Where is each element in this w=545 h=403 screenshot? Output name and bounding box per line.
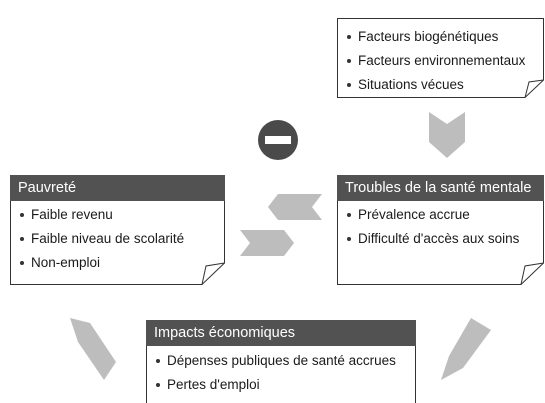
bullet-icon xyxy=(20,237,24,241)
chevron-arrow-icon xyxy=(240,230,294,256)
chevron-arrow-icon xyxy=(268,194,322,220)
list-item: Facteurs environnementaux xyxy=(347,49,525,73)
list-item: Faible niveau de scolarité xyxy=(20,227,184,251)
poverty-box: Pauvreté Faible revenu Faible niveau de … xyxy=(10,175,225,285)
bullet-icon xyxy=(347,59,351,63)
factor-life-situations: Situations vécues xyxy=(358,77,464,92)
list-item: Non-emploi xyxy=(20,251,184,275)
chevron-arrow-icon xyxy=(441,318,491,380)
mental-health-box: Troubles de la santé mentale Prévalence … xyxy=(337,175,544,285)
factors-box-frame xyxy=(337,18,544,98)
list-item: Difficulté d'accès aux soins xyxy=(347,227,519,251)
bullet-icon xyxy=(347,213,351,217)
mental-health-access: Difficulté d'accès aux soins xyxy=(358,231,520,246)
economic-impacts-list: Dépenses publiques de santé accrues Pert… xyxy=(156,349,396,397)
factors-list: Facteurs biogénétiques Facteurs environn… xyxy=(347,25,525,97)
poverty-list: Faible revenu Faible niveau de scolarité… xyxy=(20,203,184,275)
factor-biogenetic: Facteurs biogénétiques xyxy=(358,29,499,44)
poverty-low-income: Faible revenu xyxy=(31,207,113,222)
economic-job-losses: Pertes d'emploi xyxy=(167,377,260,392)
bullet-icon xyxy=(20,213,24,217)
poverty-title: Pauvreté xyxy=(10,175,225,201)
mental-health-title: Troubles de la santé mentale xyxy=(337,175,544,201)
list-item: Faible revenu xyxy=(20,203,184,227)
chevron-arrow-icon xyxy=(70,318,116,380)
list-item: Facteurs biogénétiques xyxy=(347,25,525,49)
bullet-icon xyxy=(20,261,24,265)
list-item: Prévalence accrue xyxy=(347,203,519,227)
poverty-low-education: Faible niveau de scolarité xyxy=(31,231,185,246)
factor-environmental: Facteurs environnementaux xyxy=(358,53,526,68)
bullet-icon xyxy=(347,237,351,241)
list-item: Dépenses publiques de santé accrues xyxy=(156,349,396,373)
economic-impacts-box: Impacts économiques Dépenses publiques d… xyxy=(146,320,416,403)
chevron-arrow-icon xyxy=(429,112,465,158)
list-item: Pertes d'emploi xyxy=(156,373,396,397)
economic-health-spending: Dépenses publiques de santé accrues xyxy=(167,353,396,368)
economic-impacts-title: Impacts économiques xyxy=(146,320,416,346)
bullet-icon xyxy=(347,35,351,39)
factors-box: Facteurs biogénétiques Facteurs environn… xyxy=(337,18,544,98)
mental-health-list: Prévalence accrue Difficulté d'accès aux… xyxy=(347,203,519,251)
list-item: Situations vécues xyxy=(347,73,525,97)
bullet-icon xyxy=(156,383,160,387)
minus-circle-icon xyxy=(258,120,298,160)
bullet-icon xyxy=(347,83,351,87)
mental-health-prevalence: Prévalence accrue xyxy=(358,207,470,222)
poverty-unemployment: Non-emploi xyxy=(31,255,101,270)
bullet-icon xyxy=(156,359,160,363)
